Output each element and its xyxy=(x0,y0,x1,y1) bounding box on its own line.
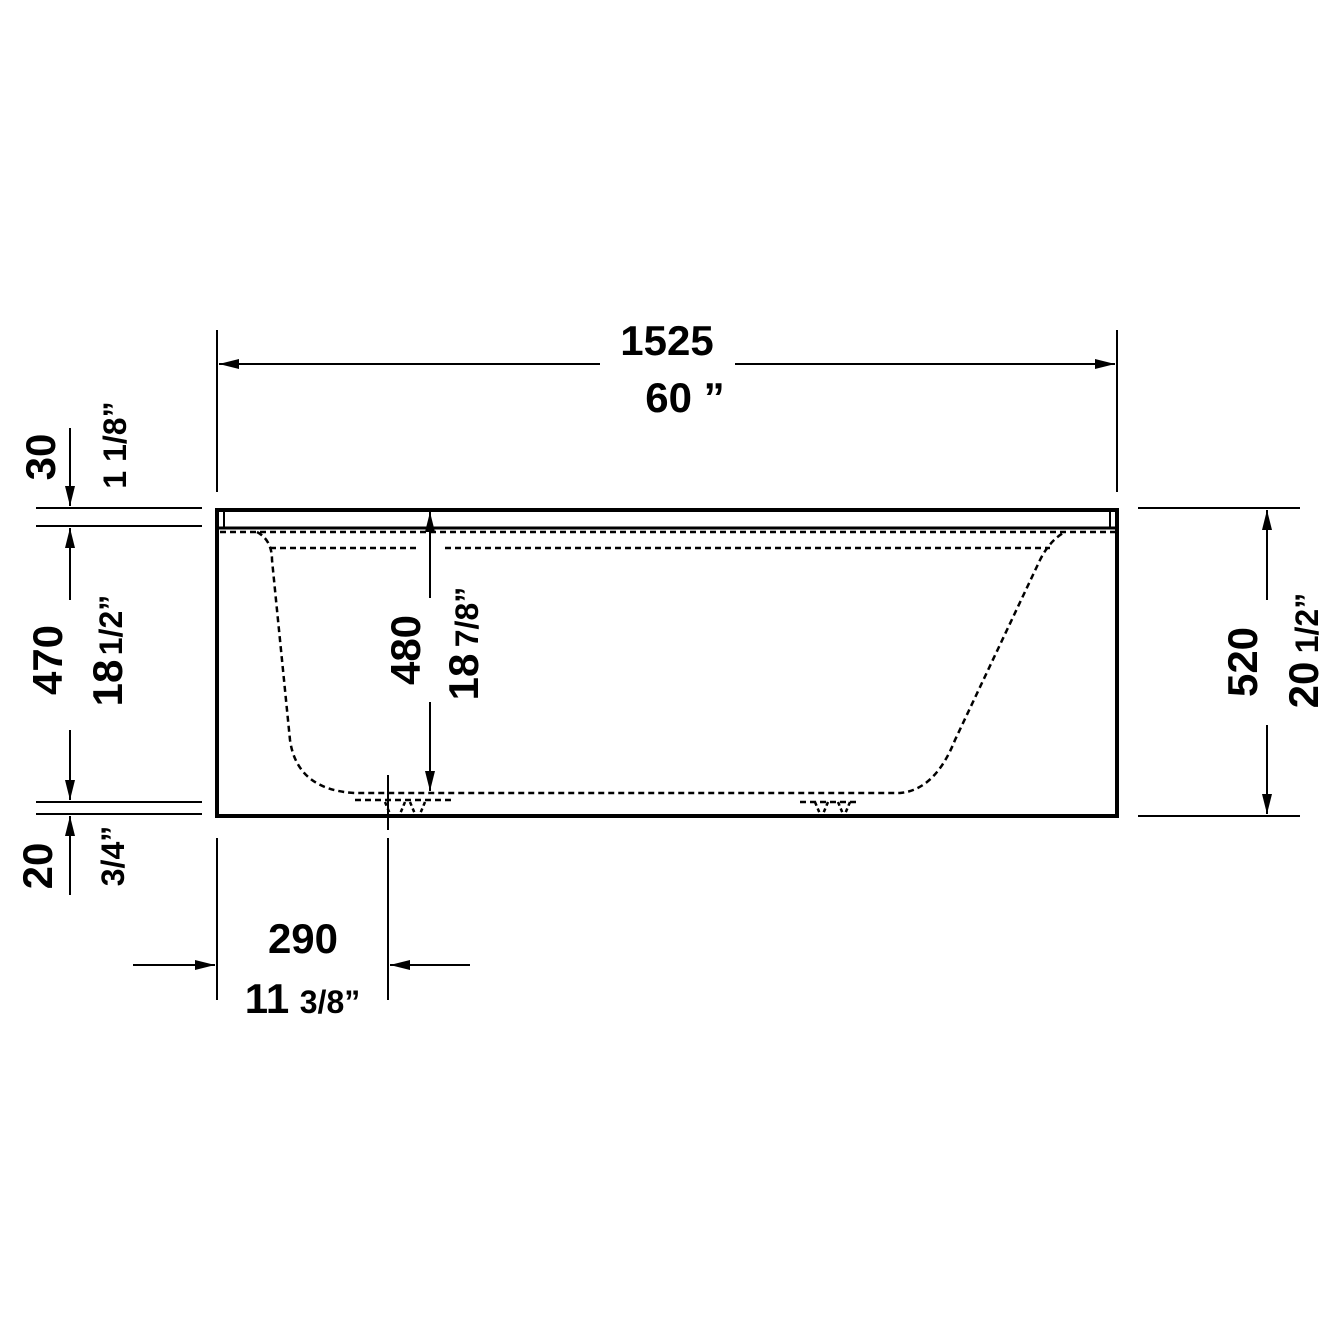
overall-length-inch: 60 ” xyxy=(645,374,724,421)
tub-outline xyxy=(215,508,1119,818)
depth-mm: 480 xyxy=(382,615,429,685)
dimension-overall-length xyxy=(216,330,1118,492)
overall-height-inch-whole: 20 xyxy=(1280,662,1327,709)
depth-inch-frac: 7/8” xyxy=(449,587,485,647)
overall-height-inch: 20 1/2” xyxy=(1280,593,1327,709)
drain-offset-inch-whole: 11 xyxy=(245,975,289,1022)
rim-thickness-mm: 30 xyxy=(17,434,64,481)
drain-offset-inch-frac: 3/8” xyxy=(300,984,360,1020)
dimension-drain-offset xyxy=(133,775,470,1000)
depth-inch-whole: 18 xyxy=(440,654,487,701)
rim-thickness-inch: 1 1/8” xyxy=(97,401,133,488)
base-thickness-inch: 3/4” xyxy=(95,826,131,886)
dimension-left-extensions xyxy=(36,428,218,1000)
overall-height-mm: 520 xyxy=(1219,627,1266,697)
inner-height-inch-frac: 1/2” xyxy=(93,595,129,655)
dimension-overall-height xyxy=(1138,507,1300,817)
tub-feet xyxy=(383,801,852,815)
inner-height-mm: 470 xyxy=(24,625,71,695)
overall-length-mm: 1525 xyxy=(620,317,713,364)
inner-height-inch: 18 1/2” xyxy=(84,595,131,707)
base-thickness-mm: 20 xyxy=(14,843,61,890)
overall-height-inch-frac: 1/2” xyxy=(1289,593,1325,653)
drain-offset-mm: 290 xyxy=(268,915,338,962)
depth-inch: 18 7/8” xyxy=(440,587,487,701)
tub-basin-hidden-lines xyxy=(220,530,1115,804)
inner-height-inch-whole: 18 xyxy=(84,660,131,707)
